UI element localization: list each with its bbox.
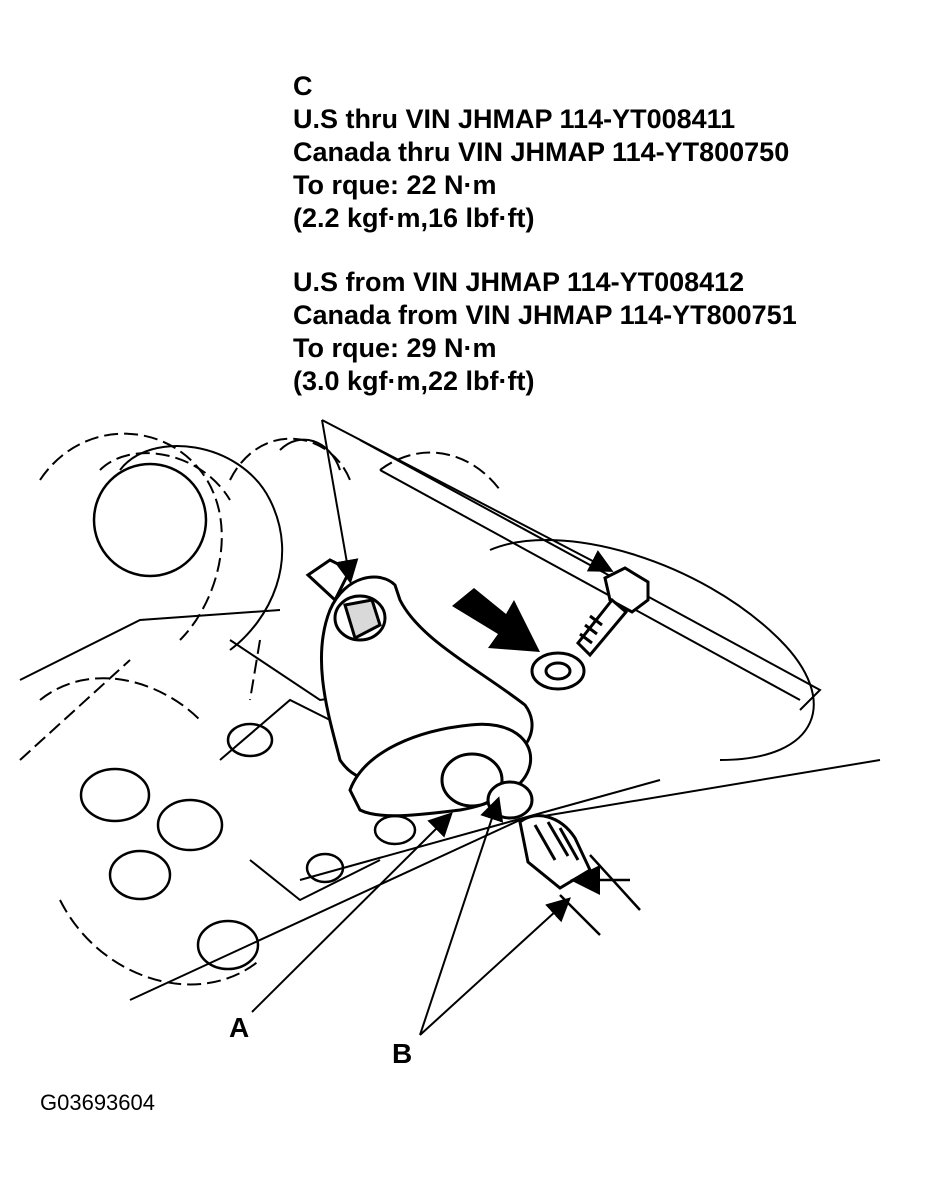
- torque-value-2: To rque: 29 N·m: [293, 333, 497, 363]
- torque-value-2-alt: (3.0 kgf·m,22 lbf·ft): [293, 366, 535, 396]
- canada-thru-vin: Canada thru VIN JHMAP 114-YT800750: [293, 137, 790, 167]
- installation-direction-arrow: [452, 588, 540, 652]
- callout-c-second-block: U.S from VIN JHMAP 114-YT008412 Canada f…: [293, 266, 797, 398]
- engine-background-outline: [19, 432, 501, 986]
- label-b: B: [392, 1038, 413, 1069]
- label-a: A: [229, 1012, 250, 1043]
- figure-id: G03693604: [40, 1090, 155, 1115]
- canada-from-vin: Canada from VIN JHMAP 114-YT800751: [293, 300, 797, 330]
- label-a-leader: [251, 812, 453, 1013]
- label-b-leaders: [419, 796, 571, 1036]
- gear-holes: [79, 462, 417, 971]
- torque-value-1-alt: (2.2 kgf·m,16 lbf·ft): [293, 203, 535, 233]
- washer: [530, 651, 586, 691]
- callout-c-leaders: [321, 419, 614, 584]
- callout-c-letter: C: [293, 71, 313, 101]
- torque-value-1: To rque: 22 N·m: [293, 170, 497, 200]
- us-thru-vin: U.S thru VIN JHMAP 114-YT008411: [293, 104, 736, 134]
- callout-c-first-block: C U.S thru VIN JHMAP 114-YT008411 Canada…: [293, 70, 789, 235]
- left-mounting-bolt: [305, 558, 387, 642]
- right-bolt: [575, 566, 650, 658]
- us-from-vin: U.S from VIN JHMAP 114-YT008412: [293, 267, 745, 297]
